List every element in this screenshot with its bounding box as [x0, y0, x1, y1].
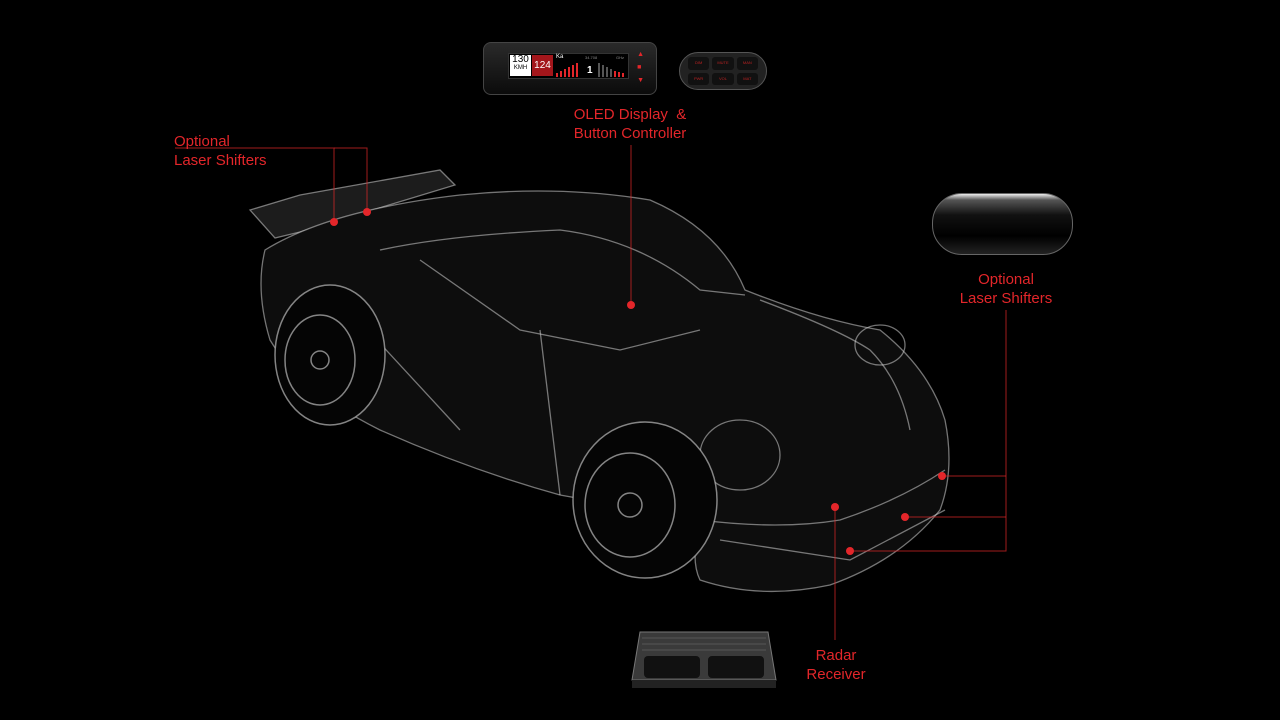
laser-rear-dot-2	[363, 208, 371, 216]
label-line: Laser Shifters	[174, 152, 267, 169]
frequency-label: 34.708	[585, 55, 598, 60]
oled-arrows: ▲ ■ ▼	[637, 48, 644, 87]
button-controller-device: DIM MUTE MAN PWR VOL MAT	[679, 52, 767, 90]
label-line: Laser Shifters	[959, 290, 1053, 307]
laser-front-dot-2	[901, 513, 909, 521]
controller-button: MUTE	[712, 57, 734, 70]
radar-receiver-device	[631, 631, 777, 688]
controller-button: MAT	[736, 72, 758, 85]
up-arrow-icon: ▲	[637, 51, 644, 58]
label-radar-receiver: Radar Receiver	[796, 646, 876, 684]
laser-front-dot-3	[846, 547, 854, 555]
label-laser-shifters-rear: Optional Laser Shifters	[174, 132, 267, 170]
speed-unit: KMH	[513, 65, 528, 71]
label-line: Radar	[815, 647, 857, 664]
speed-value: 130	[512, 54, 529, 65]
radar-dot	[831, 503, 839, 511]
controller-button: MAN	[736, 57, 758, 70]
label-line: Optional	[978, 271, 1034, 288]
laser-rear-dot-1	[330, 218, 338, 226]
label-line: Button Controller	[573, 125, 687, 142]
label-line: Receiver	[806, 666, 866, 683]
controller-button: PWR	[688, 72, 710, 85]
label-oled-controller: OLED Display & Button Controller	[560, 105, 700, 143]
band-label: Ka	[556, 54, 564, 60]
limit-readout: 124	[532, 55, 553, 76]
signal-bars	[556, 63, 624, 77]
freq-unit-label: GHz	[616, 55, 624, 60]
label-laser-shifters-front: Optional Laser Shifters	[946, 270, 1066, 308]
laser-shifter-device	[932, 193, 1073, 255]
label-line: Optional	[174, 133, 230, 150]
down-arrow-icon: ▼	[637, 77, 644, 84]
laser-front-dot-1	[938, 472, 946, 480]
label-line: OLED Display &	[573, 106, 687, 123]
square-icon: ■	[637, 64, 642, 71]
controller-button: VOL	[712, 72, 734, 85]
controller-button: DIM	[688, 57, 710, 70]
count-value: 1	[587, 65, 593, 76]
oled-dot	[627, 301, 635, 309]
